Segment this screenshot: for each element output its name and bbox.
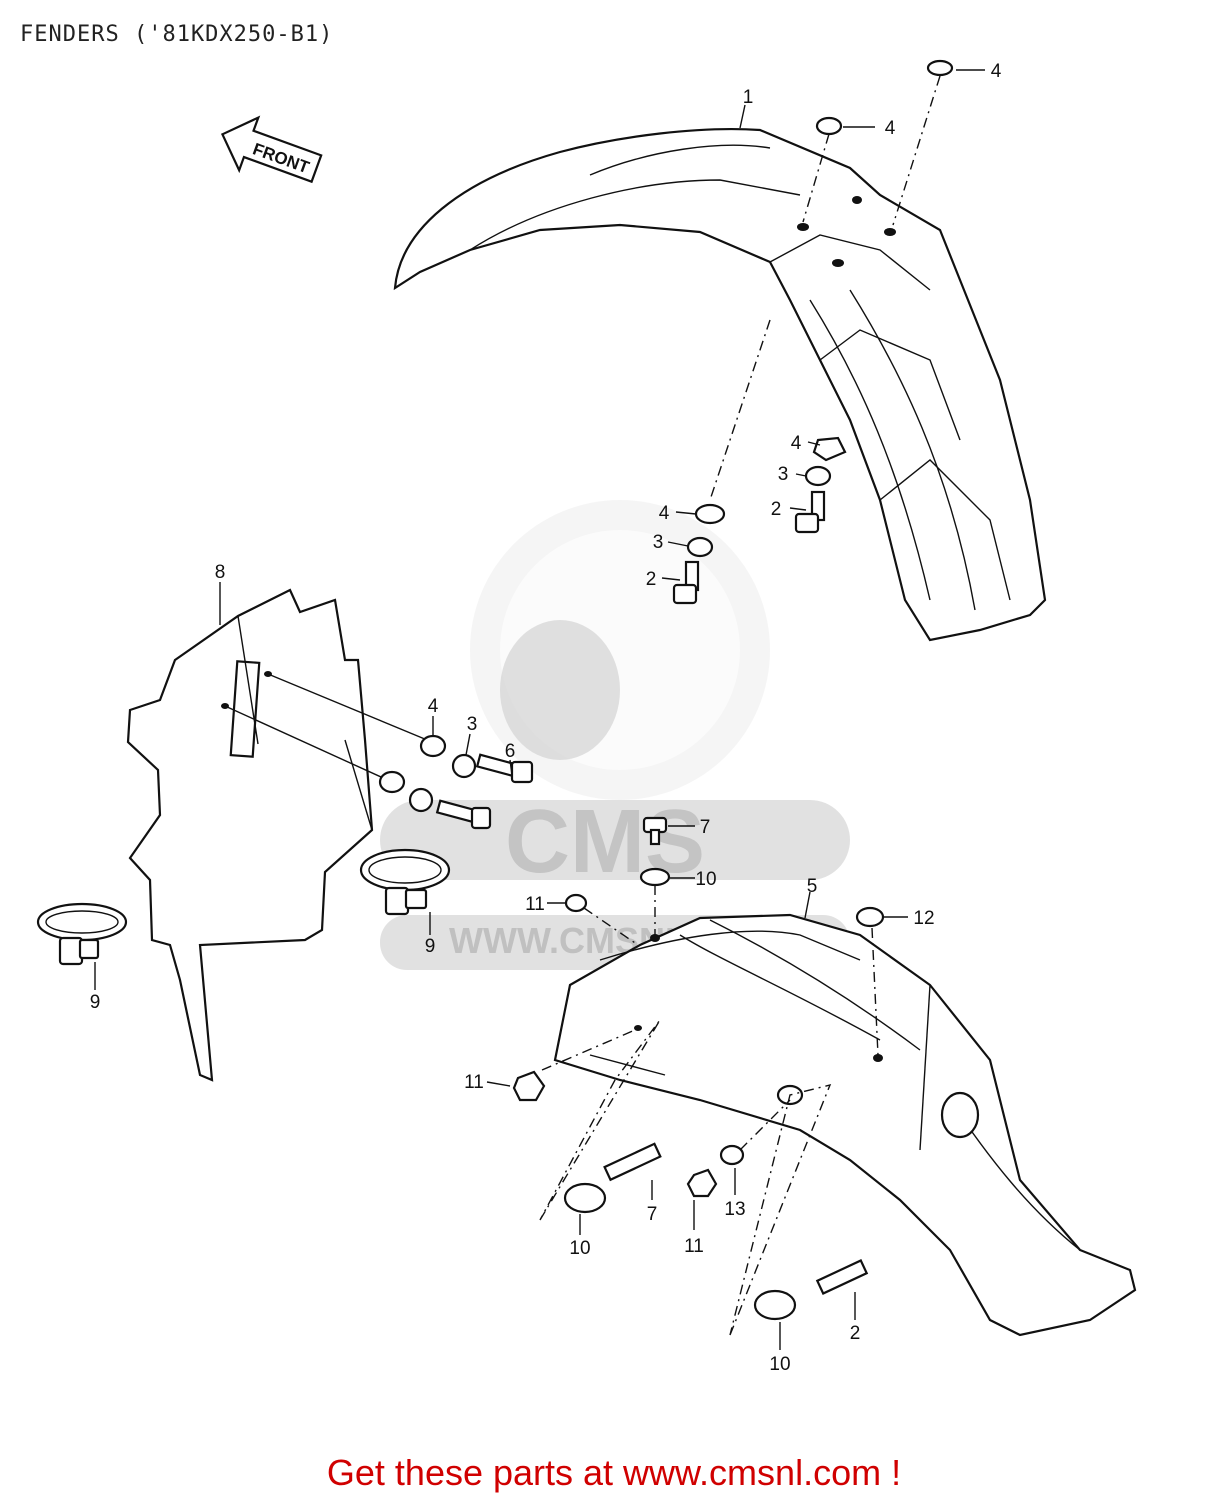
clamp-right xyxy=(359,848,451,916)
callout-11: 11 xyxy=(684,1236,704,1257)
callout-8: 8 xyxy=(215,562,226,583)
front-fender-hardware xyxy=(672,59,954,605)
parts-link-banner[interactable]: Get these parts at www.cmsnl.com ! xyxy=(326,1452,902,1493)
callout-10: 10 xyxy=(569,1238,590,1259)
callout-10: 10 xyxy=(695,869,716,890)
callout-9: 9 xyxy=(90,992,101,1013)
exploded-parts-diagram: CMS WWW.CMSNL.COM FRONT xyxy=(36,59,1137,1375)
callout-4: 4 xyxy=(885,118,896,139)
rear-fender-hardware xyxy=(512,816,885,1336)
front-direction-arrow: FRONT xyxy=(220,115,323,184)
callout-11: 11 xyxy=(464,1072,484,1093)
callout-2: 2 xyxy=(850,1323,861,1344)
callout-3: 3 xyxy=(778,464,789,485)
leader-lines xyxy=(94,69,985,1350)
callout-3: 3 xyxy=(653,532,664,553)
callout-4: 4 xyxy=(791,433,802,454)
callout-9: 9 xyxy=(425,936,436,957)
watermark-logo-text: CMS xyxy=(505,792,705,892)
callout-4: 4 xyxy=(428,696,439,717)
callout-3: 3 xyxy=(467,714,478,735)
callout-5: 5 xyxy=(807,876,818,897)
callout-11: 11 xyxy=(525,894,545,915)
mud-flap-hardware xyxy=(378,734,534,830)
callout-7: 7 xyxy=(647,1204,658,1225)
callout-1: 1 xyxy=(743,87,754,108)
callout-4: 4 xyxy=(991,61,1002,82)
callout-6: 6 xyxy=(505,741,516,762)
clamp-left xyxy=(36,902,128,966)
callout-10: 10 xyxy=(769,1354,790,1375)
page-title: FENDERS ('81KDX250-B1) xyxy=(20,22,334,47)
callout-4: 4 xyxy=(659,503,670,524)
callout-2: 2 xyxy=(646,569,657,590)
callout-2: 2 xyxy=(771,499,782,520)
front-fender xyxy=(393,128,1047,642)
watermark-logo: CMS WWW.CMSNL.COM xyxy=(380,500,850,970)
rear-fender xyxy=(553,913,1137,1337)
mud-flap xyxy=(126,588,433,1082)
callout-13: 13 xyxy=(724,1199,745,1220)
callout-labels: 1 4 4 4 3 2 4 3 2 8 4 3 6 7 10 11 5 12 9… xyxy=(90,61,1002,1375)
callout-7: 7 xyxy=(700,817,711,838)
callout-12: 12 xyxy=(913,908,934,929)
